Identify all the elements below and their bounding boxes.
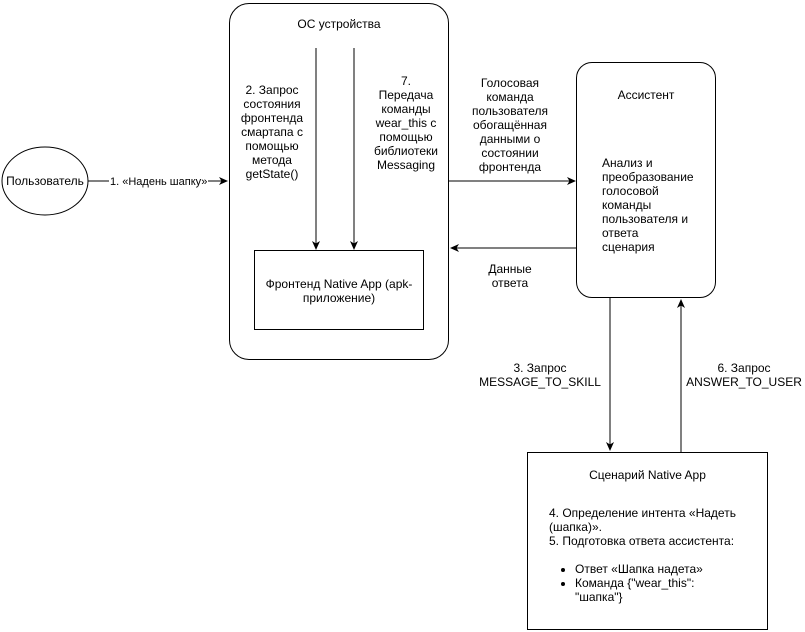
edge-label-response: Данные ответа xyxy=(488,262,532,290)
edge-label-voice: Голосовая команда пользователя обогащённ… xyxy=(472,76,548,174)
assistant-title: Ассистент xyxy=(617,88,675,102)
scenario-title: Сценарий Native App xyxy=(589,468,706,482)
scenario-bullet-answer: Ответ «Шапка надета» xyxy=(575,562,765,576)
os-title: ОС устройства xyxy=(297,17,381,31)
frontend-label: Фронтенд Native App (apk- приложение) xyxy=(265,277,413,305)
os-container xyxy=(229,3,449,360)
scenario-step-4: 4. Определение интента «Надеть (шапка)». xyxy=(549,506,736,534)
edge-label-3: 3. Запрос MESSAGE_TO_SKILL xyxy=(479,361,601,389)
edge-label-1: 1. «Надень шапку» xyxy=(109,175,209,189)
edge-label-2: 2. Запрос состояния фронтенда смартапа с… xyxy=(230,83,314,181)
user-node-label: Пользователь xyxy=(6,174,84,188)
assistant-description: Анализ и преобразование голосовой команд… xyxy=(602,156,694,254)
edge-label-7: 7. Передача команды wear_this с помощью … xyxy=(364,74,448,172)
edge-label-6: 6. Запрос ANSWER_TO_USER xyxy=(686,361,802,389)
scenario-steps: 4. Определение интента «Надеть (шапка)».… xyxy=(549,506,765,604)
scenario-box xyxy=(527,452,768,630)
scenario-bullet-command: Команда {"wear_this": "шапка"} xyxy=(575,576,765,604)
frontend-box xyxy=(254,250,424,330)
scenario-step-5: 5. Подготовка ответа ассистента: xyxy=(549,534,735,548)
scenario-bullets: Ответ «Шапка надета» Команда {"wear_this… xyxy=(549,562,765,604)
assistant-box xyxy=(576,62,716,298)
